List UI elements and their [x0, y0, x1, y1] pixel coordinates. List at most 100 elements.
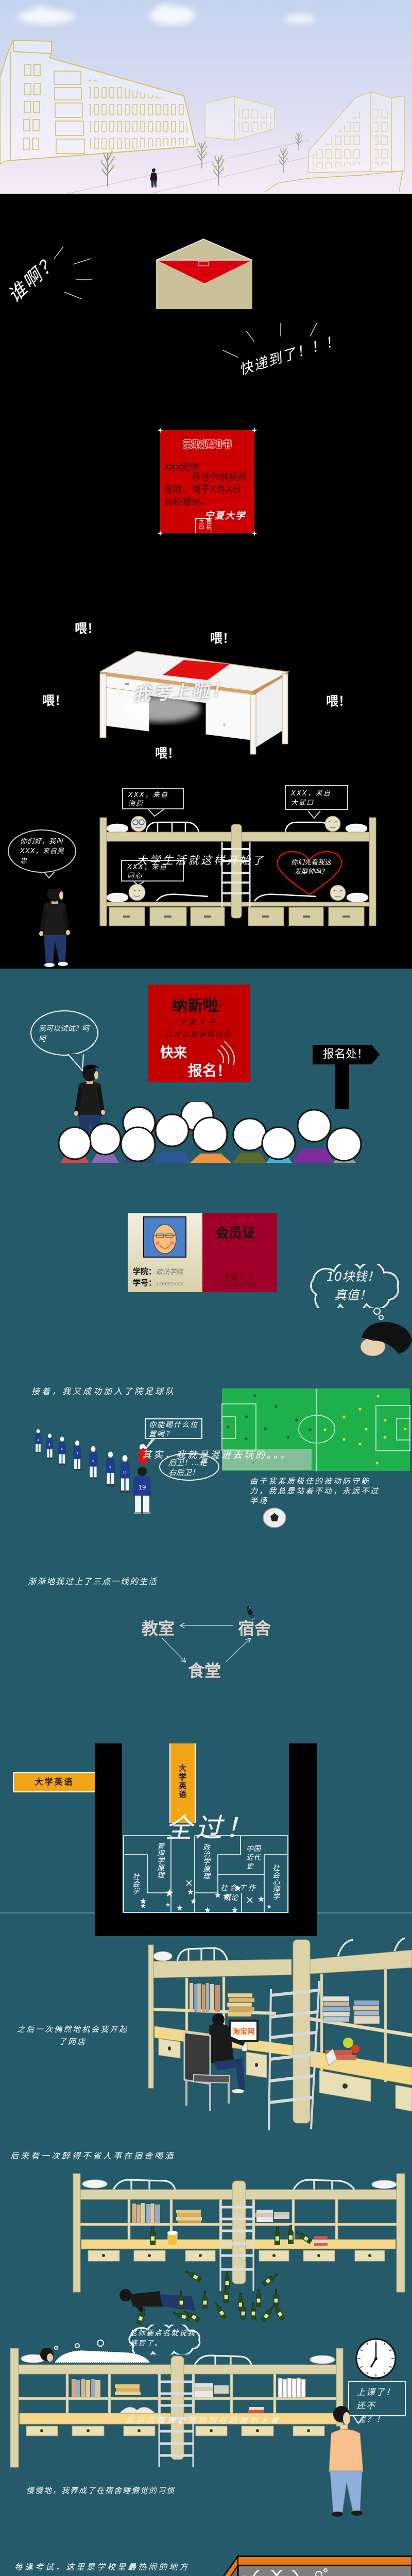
soccer-ball-icon — [263, 1507, 286, 1528]
english-tab-vertical: 大学英语 — [169, 1743, 196, 1823]
shout-text: 喂！ — [210, 631, 235, 646]
exam-crowd-caption: 每逢考试，这里是学校里最热闹的地方 — [14, 2562, 190, 2572]
svg-text:10: 10 — [123, 1471, 127, 1475]
caption-overlay — [222, 1449, 312, 1470]
svg-text:5: 5 — [48, 1443, 50, 1447]
envelope-icon — [156, 239, 253, 309]
building-right — [307, 91, 405, 173]
hairstyle-text: 你们先看我这发型帅吗？ — [291, 859, 332, 876]
course-politics: 政治学原理 — [202, 1843, 210, 1879]
roommate-bubble: XXX，来自大武口 — [285, 785, 348, 810]
routine-caption: 渐渐地我过上了三点一线的生活 — [28, 1577, 158, 1586]
notice-seal: 贾岳之印 — [195, 518, 212, 533]
defender-answer-bubble: 后卫！…是右后卫！ — [159, 1453, 219, 1481]
heart-icon — [277, 851, 342, 895]
bubble-tails — [43, 809, 321, 886]
speech-tail — [67, 1054, 84, 1072]
football-field — [221, 1388, 410, 1471]
football-intro: 接着，我又成功加入了院足球队 — [31, 1386, 176, 1396]
recruit-poster: 纳新啦！ 宁夏大学 口才与演讲辩论社 快来 报名！ — [148, 985, 250, 1082]
all-passed-text: 全过！ — [165, 1813, 255, 1844]
desk-illustration — [98, 651, 290, 755]
sleeping-student — [40, 2348, 150, 2363]
divider-line — [317, 1912, 412, 1913]
ladder — [221, 842, 251, 907]
thought-dots — [373, 1308, 384, 1320]
college-value: 政法学院 — [156, 1268, 183, 1276]
roommate-heads — [128, 816, 346, 901]
course-social-work: 社会工作 — [220, 1884, 258, 1892]
speech-tail — [353, 2415, 364, 2425]
thinking-head — [360, 1321, 412, 1357]
admitted-exclaim: 我考上啦！ — [132, 680, 232, 705]
speech-tail — [145, 1438, 155, 1449]
ladder — [268, 1980, 320, 2131]
poster-school: 宁夏大学 — [179, 1019, 218, 1026]
bed-linens — [106, 821, 369, 903]
svg-text:6: 6 — [61, 1448, 63, 1451]
course-management: 管理学原理 — [156, 1842, 164, 1878]
try-speech-bubble: 我可以试试？呵呵 — [30, 1010, 98, 1056]
drunk-student — [119, 2289, 196, 2313]
taobao-screen-text: 淘宝网 — [233, 2027, 254, 2036]
building-left — [0, 39, 197, 165]
card-club: 口才与演讲辩论社 — [214, 1282, 256, 1287]
signup-sign: 报名处！ — [313, 1045, 380, 1064]
member-photo — [143, 1216, 186, 1258]
football-note: 由于我素质极佳的被动防守能力，我总是站着不动，永远不过半场 — [250, 1477, 380, 1505]
fee-thought-line-2: 真值！ — [334, 1288, 371, 1302]
classroom-node: 教室 — [142, 1619, 175, 1638]
bunk-bed-illustration — [99, 816, 376, 926]
canteen-node: 食堂 — [188, 1661, 221, 1681]
clouds — [18, 4, 315, 25]
poster-club: 口才与演讲辩论社 — [165, 1031, 232, 1039]
notice-on-desk — [163, 660, 230, 680]
divider-line — [0, 1912, 95, 1913]
poster-cta-2: 报名！ — [188, 1062, 232, 1079]
sign-post — [335, 1064, 349, 1109]
roommate-bubble: XXX，来自海原 — [122, 788, 184, 809]
desk-bottles — [150, 2225, 328, 2246]
signal-waves-icon — [217, 1041, 235, 1065]
notice-body: 恭喜你被我校录取，请于X月X日到校报到。 — [164, 472, 247, 507]
exam-frame-inner — [122, 1743, 289, 1913]
print-shop-building — [223, 2554, 412, 2576]
team-yellow-dots — [323, 1395, 407, 1465]
skipping-caption: 从前的每课必到到现在的偶尔上课 — [126, 2416, 281, 2425]
notice-school: 宁夏大学 — [204, 511, 246, 521]
campus-illustration — [0, 0, 412, 194]
open-book — [118, 2406, 156, 2414]
smoke — [123, 696, 200, 722]
course-social-work-suffix: 概论 — [224, 1894, 238, 1902]
notice-title: 录取通知书 — [182, 439, 232, 450]
course-modern-history: 中国近代史 — [246, 1845, 261, 1871]
football-players: 4 5 6 7 8 9 10 19 — [35, 1429, 151, 1514]
online-shop-caption: 之后一次偶然地机会我开起了网店 — [16, 2025, 128, 2046]
card-school: 宁夏大学 — [223, 1273, 254, 1282]
english-tab-horizontal: 大学英语 — [13, 1772, 95, 1792]
habit-caption: 慢慢地，我养成了在宿舍睡懒觉的习惯 — [26, 2486, 176, 2495]
poster-title-mark: ！ — [218, 1005, 226, 1013]
membership-card: 学院：政法学院 学号：120092XXX 会员证 宁夏大学 口才与演讲辩论社 — [128, 1213, 277, 1292]
svg-text:7: 7 — [76, 1452, 78, 1456]
course-grid — [123, 1835, 288, 1913]
bunk-bed-sleeping — [10, 2348, 344, 2468]
sparkle-icons — [157, 427, 258, 536]
crowd-illustration — [58, 1102, 362, 1163]
dorm-node: 宿舍 — [238, 1619, 271, 1638]
exclaim-rays — [54, 247, 317, 358]
college-label: 学院： — [133, 1267, 157, 1276]
student-at-computer: 淘宝网 — [183, 2013, 259, 2111]
shout-text: 喂！ — [42, 693, 67, 708]
svg-text:8: 8 — [92, 1460, 94, 1463]
loft-bed-drinking — [73, 2173, 405, 2325]
card-title: 会员证 — [215, 1226, 256, 1241]
clock-icon — [355, 2338, 397, 2379]
shout-text: 喂！ — [155, 746, 180, 760]
roommate-figure — [329, 2406, 364, 2517]
student-id-value: 120092XXX — [156, 1282, 183, 1287]
books — [190, 1983, 380, 2024]
thought-dots — [54, 2340, 104, 2350]
poster-title: 纳新啦 — [172, 997, 218, 1015]
